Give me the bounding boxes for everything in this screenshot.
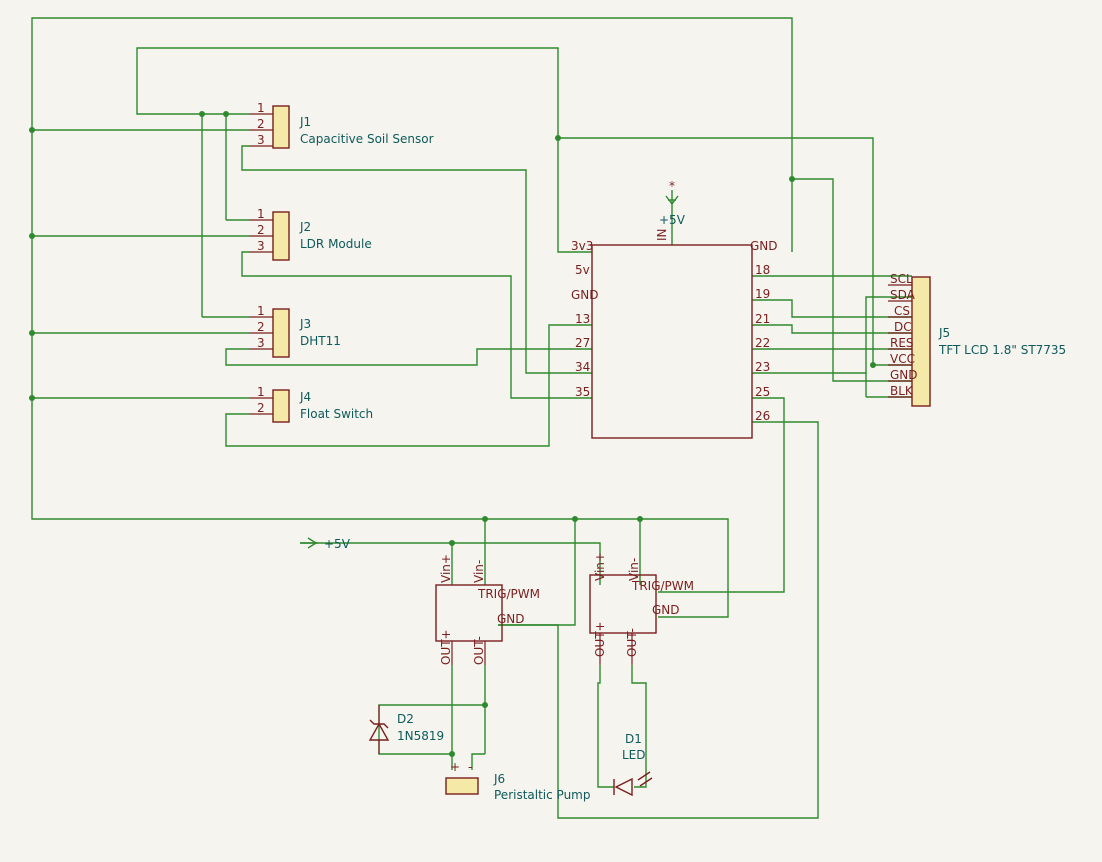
j2-pin1-num: 1 <box>257 207 265 221</box>
mcu-right-pin-22: 22 <box>755 336 770 350</box>
j5-pin-res: RES <box>890 336 914 350</box>
connector-j2[interactable]: 1 2 3 J2 LDR Module <box>249 207 372 261</box>
power-5v-top: * +5V <box>659 179 686 227</box>
d1mod-gnd: GND <box>497 612 525 626</box>
j3-pin1-num: 1 <box>257 304 265 318</box>
d1mod-out-minus: OUT- <box>472 636 486 665</box>
driver-module-2[interactable]: Vin+ Vin- TRIG/PWM GND OUT+ OUT- <box>589 552 694 665</box>
mcu-left-pin-35: 35 <box>575 385 590 399</box>
mcu-left-pin-gnd: GND <box>571 288 599 302</box>
j1-pin1-num: 1 <box>257 101 265 115</box>
mcu-right-pin-23: 23 <box>755 360 770 374</box>
j3-pin3-num: 3 <box>257 336 265 350</box>
mcu-left-pin-34: 34 <box>575 360 590 374</box>
connector-j3[interactable]: 1 2 3 J3 DHT11 <box>249 304 341 358</box>
j5-pin-blk: BLK <box>890 384 914 398</box>
connector-j1[interactable]: 1 2 3 J1 Capacitive Soil Sensor <box>249 101 434 149</box>
mcu-left-pin-27: 27 <box>575 336 590 350</box>
j4-pin1-num: 1 <box>257 385 265 399</box>
j5-pin-cs: CS <box>894 304 910 318</box>
led-d1[interactable]: D1 LED <box>613 732 653 797</box>
j3-ref: J3 <box>299 317 311 331</box>
j5-pin-scl: SCL <box>890 272 913 286</box>
j5-pin-gnd: GND <box>890 368 918 382</box>
d1mod-vin-plus: Vin+ <box>439 554 453 583</box>
j3-value: DHT11 <box>300 334 341 348</box>
mcu-left-pin-3v3: 3v3 <box>571 239 593 253</box>
j5-pin-dc: DC <box>894 320 912 334</box>
junctions <box>29 111 876 757</box>
j5-value: TFT LCD 1.8" ST7735 <box>938 343 1066 357</box>
power-5v-rail: +5V <box>300 537 351 551</box>
connector-j5-lcd[interactable]: SCL SDA CS DC RES VCC GND BLK J5 TFT LCD… <box>888 272 1066 407</box>
j6-plus: + <box>450 760 460 774</box>
j4-ref: J4 <box>299 390 311 404</box>
j1-pin3-num: 3 <box>257 133 265 147</box>
d2mod-gnd: GND <box>652 603 680 617</box>
d1-value: LED <box>622 748 646 762</box>
j1-pin2-num: 2 <box>257 117 265 131</box>
j6-value: Peristaltic Pump <box>494 788 591 802</box>
d2mod-vin-plus: Vin+ <box>593 552 607 581</box>
j4-value: Float Switch <box>300 407 373 421</box>
power-5v-rail-label: +5V <box>324 537 351 551</box>
j6-ref: J6 <box>493 772 505 786</box>
d2mod-vin-minus: Vin- <box>627 558 641 581</box>
mcu-left-pin-5v: 5v <box>575 263 590 277</box>
j2-pin3-num: 3 <box>257 239 265 253</box>
power-5v-top-label: +5V <box>659 213 686 227</box>
j1-value: Capacitive Soil Sensor <box>300 132 434 146</box>
svg-text:*: * <box>669 179 675 193</box>
wires <box>31 17 912 819</box>
d1mod-trig: TRIG/PWM <box>477 587 540 601</box>
mcu-right-pin-26: 26 <box>755 409 770 423</box>
j4-pin2-num: 2 <box>257 401 265 415</box>
d1mod-out-plus: OUT+ <box>439 629 453 665</box>
d2-value: 1N5819 <box>397 729 444 743</box>
mcu-right-pin-21: 21 <box>755 312 770 326</box>
driver-module-1[interactable]: Vin+ Vin- TRIG/PWM GND OUT+ OUT- <box>435 554 540 665</box>
d1-ref: D1 <box>625 732 642 746</box>
j5-pin-vcc: VCC <box>890 352 915 366</box>
d1mod-vin-minus: Vin- <box>472 560 486 583</box>
mcu-right-pin-25: 25 <box>755 385 770 399</box>
connector-j6-pump[interactable]: + - J6 Peristaltic Pump <box>445 760 591 802</box>
j5-ref: J5 <box>938 326 950 340</box>
j2-ref: J2 <box>299 220 311 234</box>
connector-j4[interactable]: 1 2 J4 Float Switch <box>249 385 373 423</box>
mcu-right-pin-gnd: GND <box>750 239 778 253</box>
j1-ref: J1 <box>299 115 311 129</box>
j2-value: LDR Module <box>300 237 372 251</box>
diode-d2[interactable]: D2 1N5819 <box>368 705 444 754</box>
mcu-module[interactable]: IN 3v3 5v GND 13 27 34 35 GND 18 19 21 2… <box>571 228 778 439</box>
d2-ref: D2 <box>397 712 414 726</box>
mcu-in-label: IN <box>655 228 669 241</box>
j2-pin2-num: 2 <box>257 223 265 237</box>
mcu-right-pin-18: 18 <box>755 263 770 277</box>
mcu-right-pin-19: 19 <box>755 287 770 301</box>
mcu-left-pin-13: 13 <box>575 312 590 326</box>
j6-minus: - <box>468 760 472 774</box>
d2mod-trig: TRIG/PWM <box>631 579 694 593</box>
j5-pin-sda: SDA <box>890 288 916 302</box>
j3-pin2-num: 2 <box>257 320 265 334</box>
